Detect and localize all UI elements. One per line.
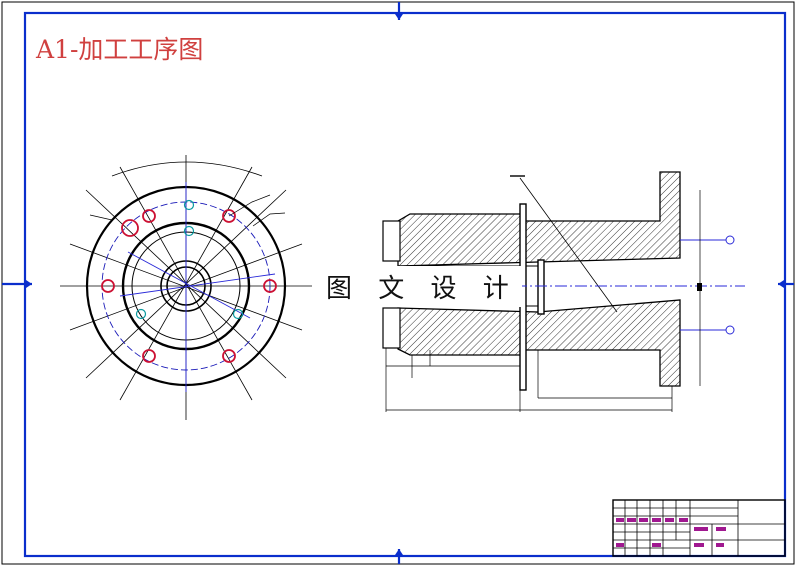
centering-arrows [26,14,784,555]
pin-holes [135,199,244,320]
drawing-title: A1-加工工序图 [36,35,204,64]
bolt-holes [101,209,277,363]
title-block [612,499,786,557]
section-view [375,171,745,412]
watermark-text: 图 文 设 计 [322,266,522,307]
front-view [60,155,312,420]
